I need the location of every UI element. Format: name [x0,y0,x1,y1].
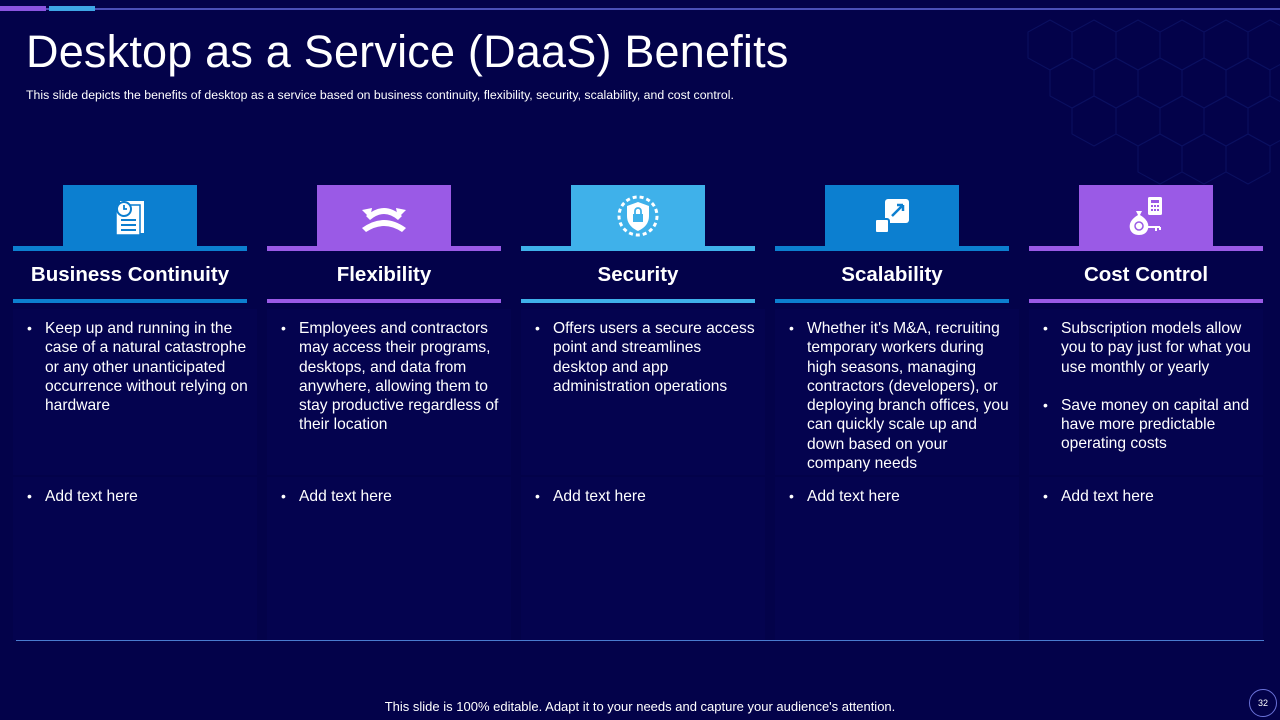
placeholder-cell: Add text here [521,477,765,641]
column-title-underline [13,299,247,303]
flexible-arrows-icon [362,208,406,232]
placeholder-point: Add text here [1043,487,1255,507]
placeholder-cell: Add text here [267,477,511,641]
benefit-point: Keep up and running in the case of a nat… [27,319,249,415]
benefit-description-cell: Keep up and running in the case of a nat… [13,309,257,475]
top-accent-purple [0,6,46,11]
top-accent-blue [49,6,95,11]
icon-box [825,185,959,247]
column-title: Flexibility [336,263,432,286]
column-top-bar [1029,246,1263,251]
placeholder-cell: Add text here [1029,477,1263,641]
hexagon-pattern-decoration [1027,19,1280,185]
money-bag-calculator-icon [1129,197,1162,235]
benefit-description-cell: Offers users a secure access point and s… [521,309,765,475]
bottom-divider [16,640,1264,641]
placeholder-point: Add text here [27,487,249,507]
column-top-bar [521,246,755,251]
benefit-column-business-continuity: Business Continuity Keep up and running … [13,185,257,641]
benefit-point: Whether it's M&A, recruiting temporary w… [789,319,1011,473]
icon-box [317,185,451,247]
placeholder-point: Add text here [789,487,1011,507]
column-title-underline [521,299,755,303]
placeholder-point: Add text here [281,487,503,507]
benefit-point: Subscription models allow you to pay jus… [1043,319,1255,377]
benefit-column-scalability: Scalability Whether it's M&A, recruiting… [775,185,1019,641]
benefit-point: Employees and contractors may access the… [281,319,503,435]
slide-subtitle: This slide depicts the benefits of deskt… [26,88,734,102]
placeholder-point: Add text here [535,487,757,507]
footer-note: This slide is 100% editable. Adapt it to… [384,699,896,714]
column-title: Scalability [841,263,943,286]
column-title-underline [267,299,501,303]
column-top-bar [13,246,247,251]
icon-box [63,185,197,247]
scale-up-icon [874,199,909,234]
benefit-description-cell: Whether it's M&A, recruiting temporary w… [775,309,1019,475]
benefit-point: Offers users a secure access point and s… [535,319,757,396]
column-top-bar [267,246,501,251]
column-title: Business Continuity [30,263,230,286]
benefit-point: Save money on capital and have more pred… [1043,396,1255,454]
column-top-bar [775,246,1009,251]
column-title: Cost Control [1083,263,1209,286]
document-clock-icon [115,201,144,236]
icon-box [571,185,705,247]
column-title: Security [597,263,679,286]
placeholder-cell: Add text here [775,477,1019,641]
icon-box [1079,185,1213,247]
column-title-underline [1029,299,1263,303]
benefit-description-cell: Employees and contractors may access the… [267,309,511,475]
top-border-line [0,8,1280,10]
placeholder-cell: Add text here [13,477,257,641]
shield-lock-icon [617,195,659,237]
slide-title: Desktop as a Service (DaaS) Benefits [26,26,789,77]
benefit-column-flexibility: Flexibility Employees and contractors ma… [267,185,511,641]
benefit-column-security: Security Offers users a secure access po… [521,185,765,641]
page-number: 32 [1249,689,1277,717]
benefit-description-cell: Subscription models allow you to pay jus… [1029,309,1263,475]
column-title-underline [775,299,1009,303]
benefit-column-cost-control: Cost Control Subscription models allow y… [1029,185,1263,641]
